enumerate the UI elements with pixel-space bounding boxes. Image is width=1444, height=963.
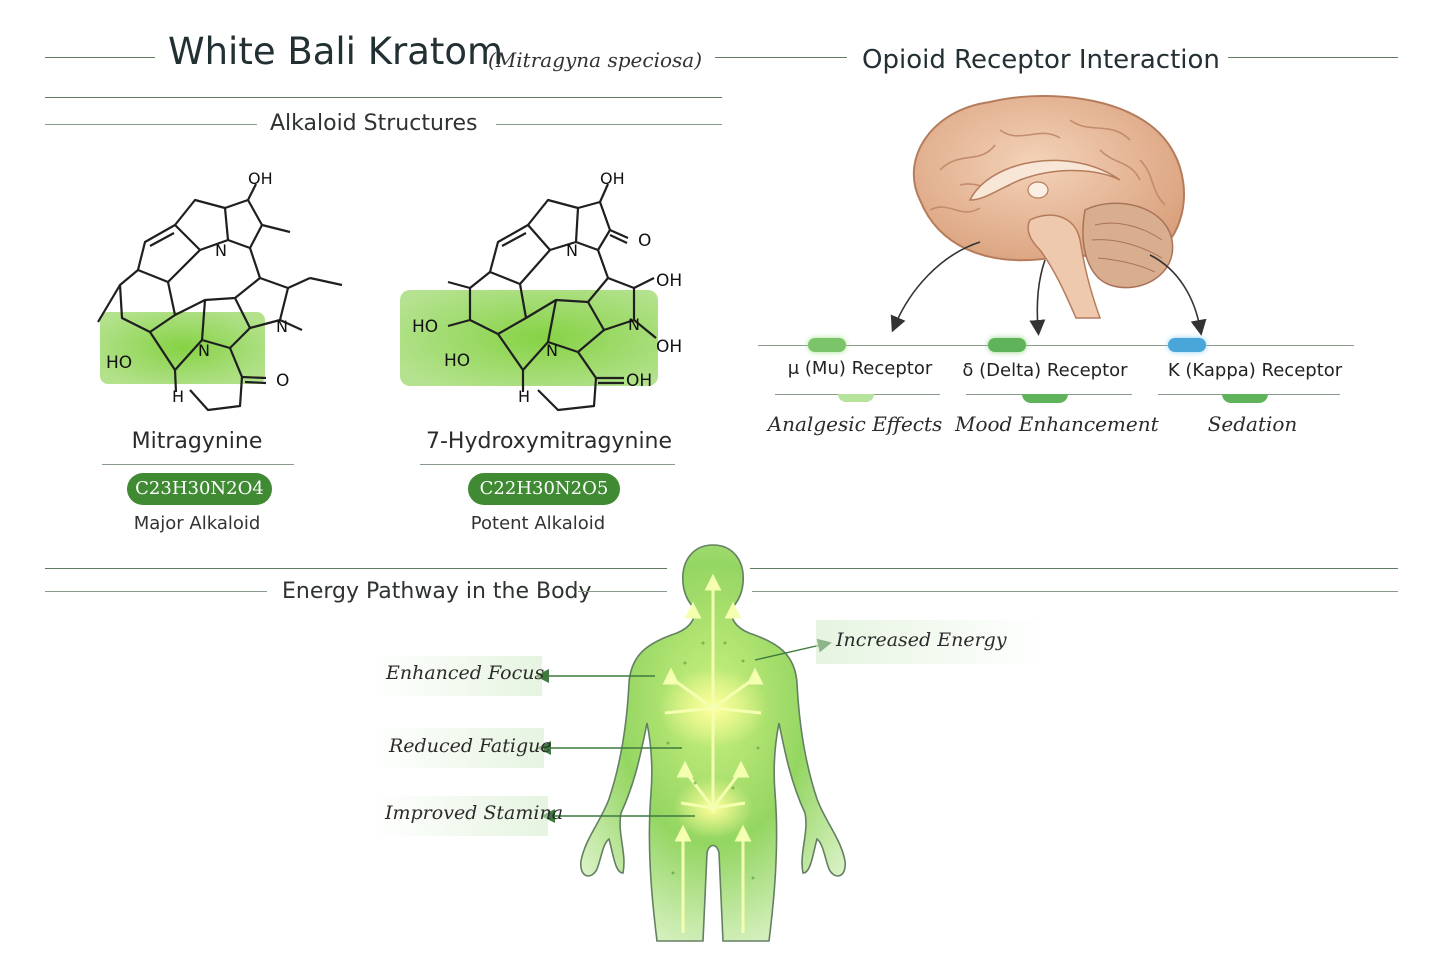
- mu-receptor-label: μ (Mu) Receptor: [787, 358, 933, 379]
- header-rule-middle: [715, 57, 847, 58]
- hydroxymitragynine-formula-badge: C22H30N2O5: [468, 473, 620, 505]
- hydroxymitragynine-atom-h: H: [518, 387, 530, 406]
- page-title: White Bali Kratom: [168, 30, 504, 73]
- kappa-effect-label: Sedation: [1207, 412, 1298, 436]
- mitragynine-structure: OH N N HO N O H: [97, 169, 343, 412]
- hydroxymitragynine-atom-o-upper: O: [638, 231, 651, 251]
- delta-effect-marker: [1022, 394, 1068, 403]
- arrow-to-delta: [1029, 259, 1046, 336]
- delta-receptor-label: δ (Delta) Receptor: [962, 360, 1128, 381]
- corpus-callosum: [968, 159, 1121, 201]
- energy-rule-right: [752, 591, 1398, 592]
- mitragynine-atom-n-upper: N: [215, 241, 227, 260]
- receptor-baseline: [758, 345, 1354, 346]
- hydroxymitragynine-divider: [420, 464, 675, 465]
- receptor-arrows: [890, 241, 1207, 336]
- mitragynine-atom-ho: HO: [106, 353, 132, 373]
- mitragynine-atom-n-right: N: [276, 317, 288, 336]
- mitragynine-atom-o: O: [276, 371, 289, 391]
- kappa-receptor-marker: [1168, 338, 1206, 352]
- energy-rule-top-right: [750, 568, 1398, 569]
- increased-energy-backdrop: [816, 620, 1046, 664]
- energy-section-title: Energy Pathway in the Body: [282, 579, 592, 604]
- hydroxymitragynine-atom-oh-top: OH: [600, 169, 625, 188]
- mitragynine-divider: [102, 464, 294, 465]
- energy-label-arrows: [535, 638, 832, 823]
- arrow-to-kappa: [1149, 254, 1207, 336]
- brainstem: [1027, 214, 1102, 319]
- header-rule-left: [45, 57, 155, 58]
- alkaloid-rule-left: [45, 124, 257, 125]
- mitragynine-description: Major Alkaloid: [133, 513, 261, 534]
- mu-receptor-marker: [808, 338, 846, 352]
- brain-illustration: [912, 95, 1185, 319]
- hydroxymitragynine-structure: OH N O OH HO N OH HO N OH H: [400, 169, 682, 412]
- reduced-fatigue-backdrop: [372, 728, 544, 768]
- energy-rule-left: [45, 591, 267, 592]
- hydroxymitragynine-atom-oh-lower: OH: [626, 371, 652, 391]
- hydroxymitragynine-atom-ho-lower: HO: [444, 351, 470, 371]
- kappa-receptor-label: K (Kappa) Receptor: [1167, 360, 1343, 381]
- improved-stamina-label: Improved Stamina: [385, 802, 564, 824]
- mu-effect-label: Analgesic Effects: [767, 412, 943, 436]
- increased-energy-label: Increased Energy: [836, 629, 1007, 651]
- hydroxymitragynine-highlight: [400, 290, 658, 386]
- reduced-fatigue-label: Reduced Fatigue: [389, 735, 552, 757]
- energy-rule-top-left: [45, 568, 667, 569]
- cerebellum: [1082, 202, 1174, 289]
- human-body-illustration: [580, 544, 846, 942]
- hydroxymitragynine-name: 7-Hydroxymitragynine: [425, 429, 673, 454]
- hydroxymitragynine-atom-n-upper: N: [566, 241, 578, 260]
- delta-effect-label: Mood Enhancement: [955, 412, 1159, 436]
- hydroxymitragynine-atom-n-right: N: [628, 315, 640, 334]
- mitragynine-name: Mitragynine: [131, 429, 263, 454]
- arrow-to-mu: [890, 241, 981, 333]
- mitragynine-formula-badge: C23H30N2O4: [127, 473, 272, 505]
- mitragynine-atom-h: H: [172, 387, 184, 406]
- improved-stamina-backdrop: [372, 796, 548, 836]
- hydroxymitragynine-atom-n-center: N: [546, 341, 558, 360]
- hydroxymitragynine-atom-oh-right: OH: [656, 271, 682, 291]
- energy-rule-mid: [578, 591, 667, 592]
- mitragynine-atom-n-center: N: [198, 341, 210, 360]
- enhanced-focus-backdrop: [372, 656, 542, 696]
- mu-effect-marker: [838, 394, 874, 402]
- mitragynine-highlight: [100, 312, 265, 384]
- header-underline: [45, 97, 722, 98]
- kappa-effect-marker: [1222, 394, 1268, 403]
- receptor-title-rule: [1228, 57, 1398, 58]
- receptor-section-title: Opioid Receptor Interaction: [862, 45, 1220, 75]
- delta-receptor-marker: [988, 338, 1026, 352]
- alkaloid-rule-right: [496, 124, 722, 125]
- hydroxymitragynine-atom-oh-n: OH: [656, 337, 682, 357]
- hydroxymitragynine-description: Potent Alkaloid: [470, 513, 606, 534]
- hydroxymitragynine-atom-ho-left: HO: [412, 317, 438, 337]
- enhanced-focus-label: Enhanced Focus: [386, 662, 545, 684]
- page-subtitle: (Mitragyna speciosa): [488, 48, 702, 72]
- arrow-increased-energy: [754, 638, 832, 661]
- mitragynine-atom-oh-top: OH: [248, 169, 273, 188]
- alkaloid-section-title: Alkaloid Structures: [270, 111, 478, 136]
